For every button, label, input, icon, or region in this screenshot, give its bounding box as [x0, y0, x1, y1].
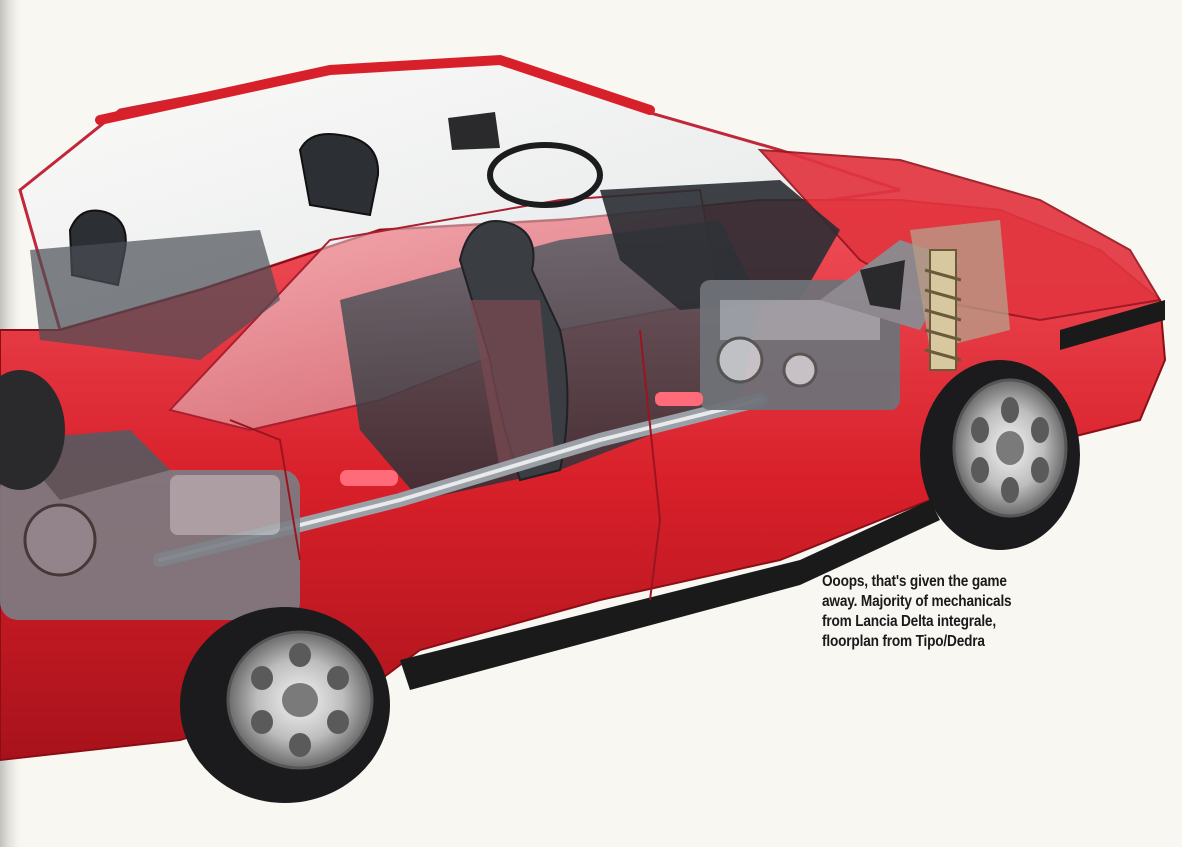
- left-rear-wheel-partial: [0, 370, 65, 490]
- rear-seat-headrest: [298, 133, 380, 217]
- rear-wheel: [180, 607, 390, 803]
- side-mirror: [448, 112, 500, 150]
- front-suspension: [924, 249, 962, 371]
- side-sill: [400, 500, 940, 690]
- steering-wheel: [487, 142, 603, 208]
- roof-edge: [95, 54, 655, 125]
- door-seam: [639, 329, 662, 601]
- door-handle-rear: [340, 470, 398, 486]
- dashboard: [600, 180, 840, 310]
- door-handle-front: [655, 392, 703, 406]
- image-caption: Ooops, that's given the game away. Major…: [822, 573, 1012, 650]
- rear-mechanicals: [0, 430, 300, 620]
- front-wheel: [920, 360, 1080, 550]
